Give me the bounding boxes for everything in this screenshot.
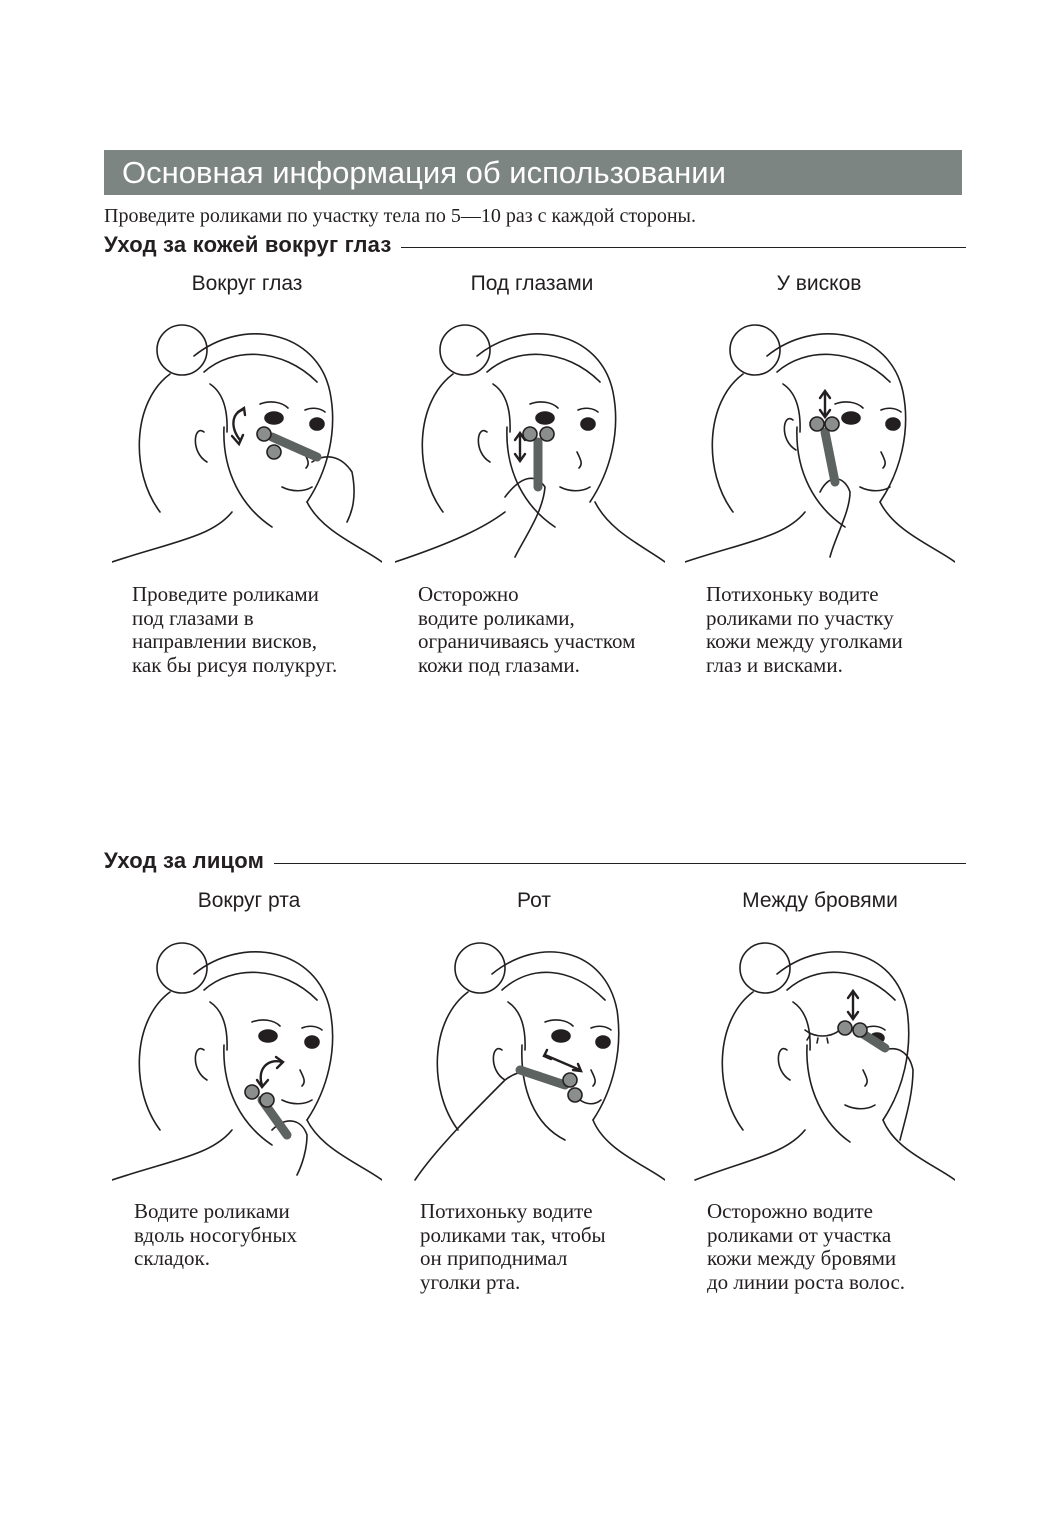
- face-roller-temples-icon: [685, 312, 955, 572]
- face-roller-between-brows-icon: [685, 930, 955, 1190]
- face-roller-mouth-icon: [395, 930, 665, 1190]
- description-under-eyes: Осторожно водите роликами, ограничиваясь…: [418, 582, 636, 677]
- page-title: Основная информация об использовании: [122, 155, 726, 190]
- description-temples: Потихоньку водите роликами по участку ко…: [706, 582, 903, 677]
- caption-temples: У висков: [776, 272, 862, 295]
- caption-around-mouth: Вокруг рта: [197, 889, 301, 912]
- section-divider: [274, 862, 966, 864]
- face-roller-under-eyes-icon: [395, 312, 665, 572]
- section-heading-eyes: Уход за кожей вокруг глаз: [104, 230, 966, 260]
- caption-between-brows: Между бровями: [742, 889, 898, 912]
- intro-text: Проведите роликами по участку тела по 5—…: [104, 205, 696, 227]
- face-roller-around-mouth-icon: [112, 930, 382, 1190]
- description-mouth: Потихоньку водите роликами так, чтобы он…: [420, 1199, 606, 1294]
- caption-around-eyes: Вокруг глаз: [191, 272, 303, 295]
- section-divider: [401, 246, 966, 248]
- description-around-mouth: Водите роликами вдоль носогубных складок…: [134, 1199, 298, 1270]
- section-heading-text: Уход за лицом: [104, 848, 265, 873]
- section-heading-text: Уход за кожей вокруг глаз: [104, 232, 392, 257]
- page-title-bar: Основная информация об использовании: [104, 150, 962, 195]
- section-heading-face: Уход за лицом: [104, 846, 966, 876]
- caption-under-eyes: Под глазами: [470, 272, 594, 295]
- description-around-eyes: Проведите роликами под глазами в направл…: [132, 582, 338, 677]
- description-between-brows: Осторожно водите роликами от участка кож…: [707, 1199, 906, 1294]
- face-roller-around-eyes-icon: [112, 312, 382, 572]
- caption-mouth: Рот: [517, 889, 551, 912]
